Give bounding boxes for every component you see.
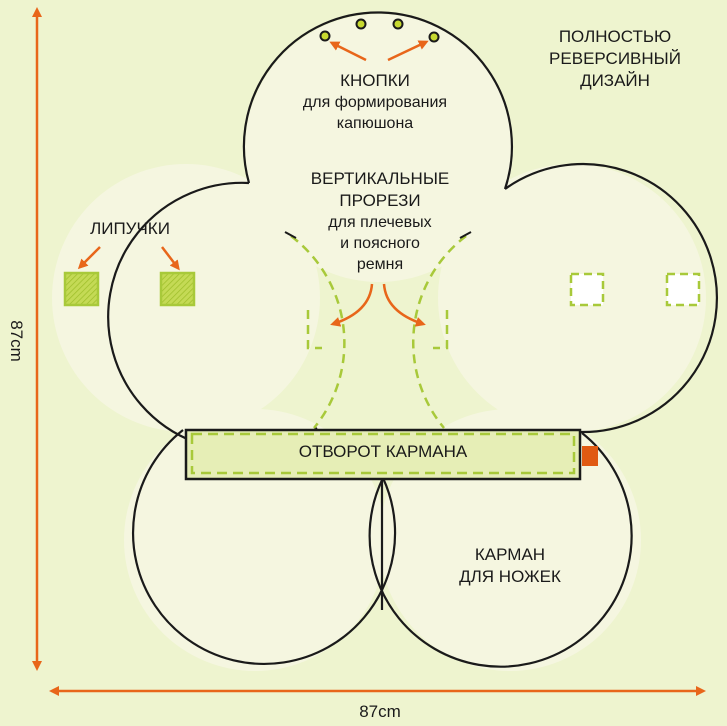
pocket-label: КАРМАН ДЛЯ НОЖЕК <box>459 545 561 586</box>
width-dimension: 87cm <box>359 702 401 721</box>
slots-label: ВЕРТИКАЛЬНЫЕ ПРОРЕЗИ для плечевых и пояс… <box>310 169 450 273</box>
dimension-arrows <box>32 6 706 696</box>
velcro-patches <box>63 271 701 307</box>
velcro-label: ЛИПУЧКИ <box>90 219 170 238</box>
pocket-flap <box>184 428 598 481</box>
height-dimension: 87cm <box>7 320 26 362</box>
button-dot <box>392 18 404 30</box>
button-dot <box>355 18 367 30</box>
vertical-slots <box>290 235 467 429</box>
button-dot <box>428 31 440 43</box>
pocket-flap-label: ОТВОРОТ КАРМАНА <box>298 442 468 461</box>
button-dot <box>319 30 331 42</box>
orange-tab <box>582 446 598 466</box>
buttons-label: КНОПКИ для формирования капюшона <box>302 71 448 132</box>
reversible-note: ПОЛНОСТЬЮ РЕВЕРСИВНЫЙ ДИЗАЙН <box>549 27 681 90</box>
slot-ticks <box>284 231 472 239</box>
callout-arrows <box>77 40 429 327</box>
top-circle <box>245 14 513 282</box>
hood-buttons <box>319 18 440 43</box>
